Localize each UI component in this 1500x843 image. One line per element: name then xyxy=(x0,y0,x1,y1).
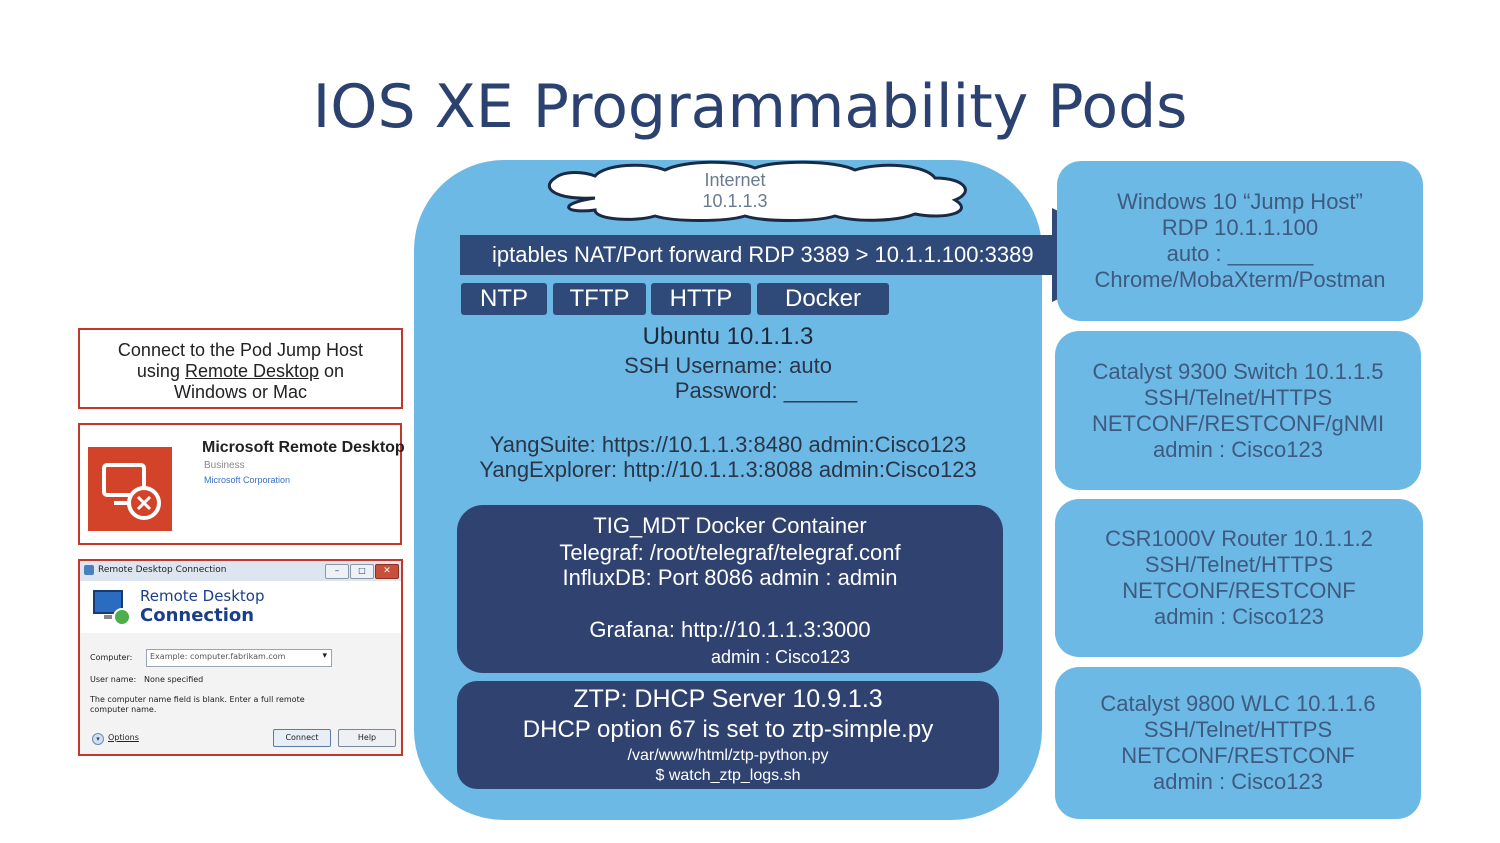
rdc-message: The computer name field is blank. Enter … xyxy=(90,695,340,715)
rdc-header: Remote Desktop Connection xyxy=(80,581,401,633)
catalyst-9800-protocols: SSH/Telnet/HTTPS xyxy=(1055,717,1421,743)
tig-grafana-creds: admin : Cisco123 xyxy=(711,647,850,668)
rdc-brand-line1: Remote Desktop xyxy=(140,587,265,605)
csr1000v-creds: admin : Cisco123 xyxy=(1055,604,1423,630)
rdc-window-icon xyxy=(84,565,94,575)
jump-host-rdp: RDP 10.1.1.100 xyxy=(1057,215,1423,241)
options-link[interactable]: Options xyxy=(108,733,139,742)
rdc-window-title: Remote Desktop Connection xyxy=(98,565,227,575)
computer-placeholder: Example: computer.fabrikam.com xyxy=(150,652,285,661)
catalyst-9800-box: Catalyst 9800 WLC 10.1.1.6 SSH/Telnet/HT… xyxy=(1055,667,1421,819)
close-button[interactable]: ✕ xyxy=(375,564,399,579)
ztp-title: ZTP: DHCP Server 10.9.1.3 xyxy=(457,685,999,714)
jump-host-box: Windows 10 “Jump Host” RDP 10.1.1.100 au… xyxy=(1057,161,1423,321)
rdc-monitor-icon xyxy=(92,589,132,627)
msrd-app-name: Microsoft Remote Desktop xyxy=(202,439,405,457)
ztp-dhcp-container: ZTP: DHCP Server 10.9.1.3 DHCP option 67… xyxy=(457,681,999,789)
msrd-category: Business xyxy=(204,460,245,471)
service-http: HTTP xyxy=(651,283,751,315)
jump-host-apps: Chrome/MobaXterm/Postman xyxy=(1057,267,1423,293)
jump-host-title: Windows 10 “Jump Host” xyxy=(1057,189,1423,215)
rdc-window: Remote Desktop Connection – □ ✕ Remote D… xyxy=(78,559,403,756)
csr1000v-protocols: SSH/Telnet/HTTPS xyxy=(1055,552,1423,578)
catalyst-9800-apis: NETCONF/RESTCONF xyxy=(1055,743,1421,769)
msrd-publisher[interactable]: Microsoft Corporation xyxy=(204,475,290,485)
tig-mdt-container: TIG_MDT Docker Container Telegraf: /root… xyxy=(457,505,1003,673)
user-name-value: None specified xyxy=(144,675,203,684)
tig-title: TIG_MDT Docker Container xyxy=(457,513,1003,539)
options-expand-icon[interactable]: ▾ xyxy=(92,733,104,745)
computer-label: Computer: xyxy=(90,653,132,662)
page-title: IOS XE Programmability Pods xyxy=(0,72,1500,142)
catalyst-9800-creds: admin : Cisco123 xyxy=(1055,769,1421,795)
ubuntu-ssh-user: SSH Username: auto xyxy=(414,353,1042,379)
internet-name: Internet xyxy=(660,170,810,191)
help-button[interactable]: Help xyxy=(338,729,396,747)
catalyst-9300-box: Catalyst 9300 Switch 10.1.1.5 SSH/Telnet… xyxy=(1055,331,1421,490)
msrd-app-tile[interactable]: Microsoft Remote Desktop Business Micros… xyxy=(78,423,402,545)
ztp-cmd: $ watch_ztp_logs.sh xyxy=(457,767,999,785)
user-name-label: User name: xyxy=(90,675,136,684)
remote-desktop-app-icon xyxy=(88,447,172,531)
catalyst-9300-protocols: SSH/Telnet/HTTPS xyxy=(1055,385,1421,411)
tig-influxdb: InfluxDB: Port 8086 admin : admin xyxy=(457,565,1003,591)
csr1000v-box: CSR1000V Router 10.1.1.2 SSH/Telnet/HTTP… xyxy=(1055,499,1423,657)
ubuntu-password: Password: ______ xyxy=(414,378,1042,404)
connect-button[interactable]: Connect xyxy=(273,729,331,747)
connect-instructions: Connect to the Pod Jump Host using Remot… xyxy=(78,328,403,409)
minimize-button[interactable]: – xyxy=(325,564,349,579)
connect-on: on xyxy=(324,361,344,381)
catalyst-9800-title: Catalyst 9800 WLC 10.1.1.6 xyxy=(1055,691,1421,717)
tig-telegraf: Telegraf: /root/telegraf/telegraf.conf xyxy=(457,540,1003,566)
chevron-down-icon[interactable]: ▾ xyxy=(322,651,327,661)
tig-grafana: Grafana: http://10.1.1.3:3000 xyxy=(457,617,1003,643)
nat-port-forward-label: iptables NAT/Port forward RDP 3389 > 10.… xyxy=(492,242,1034,268)
ztp-path: /var/www/html/ztp-python.py xyxy=(457,747,999,765)
rdc-titlebar: Remote Desktop Connection – □ ✕ xyxy=(80,561,401,581)
connect-line1: Connect to the Pod Jump Host xyxy=(80,340,401,361)
maximize-button[interactable]: □ xyxy=(350,564,374,579)
connect-using: using xyxy=(137,361,180,381)
connect-line2: using Remote Desktop on xyxy=(80,361,401,382)
jump-host-creds: auto : _______ xyxy=(1057,241,1423,267)
remote-desktop-link[interactable]: Remote Desktop xyxy=(185,361,319,381)
csr1000v-apis: NETCONF/RESTCONF xyxy=(1055,578,1423,604)
computer-input[interactable]: Example: computer.fabrikam.com ▾ xyxy=(146,649,332,667)
csr1000v-title: CSR1000V Router 10.1.1.2 xyxy=(1055,526,1423,552)
service-tftp: TFTP xyxy=(553,283,646,315)
yangsuite-url: YangSuite: https://10.1.1.3:8480 admin:C… xyxy=(414,432,1042,458)
catalyst-9300-title: Catalyst 9300 Switch 10.1.1.5 xyxy=(1055,359,1421,385)
service-ntp: NTP xyxy=(461,283,547,315)
yangexplorer-url: YangExplorer: http://10.1.1.3:8088 admin… xyxy=(414,457,1042,483)
catalyst-9300-creds: admin : Cisco123 xyxy=(1055,437,1421,463)
service-docker: Docker xyxy=(757,283,889,315)
rdc-brand-line2: Connection xyxy=(140,605,254,626)
ubuntu-name: Ubuntu 10.1.1.3 xyxy=(414,323,1042,351)
ztp-option: DHCP option 67 is set to ztp-simple.py xyxy=(457,716,999,744)
connect-line3: Windows or Mac xyxy=(80,382,401,403)
catalyst-9300-apis: NETCONF/RESTCONF/gNMI xyxy=(1055,411,1421,437)
